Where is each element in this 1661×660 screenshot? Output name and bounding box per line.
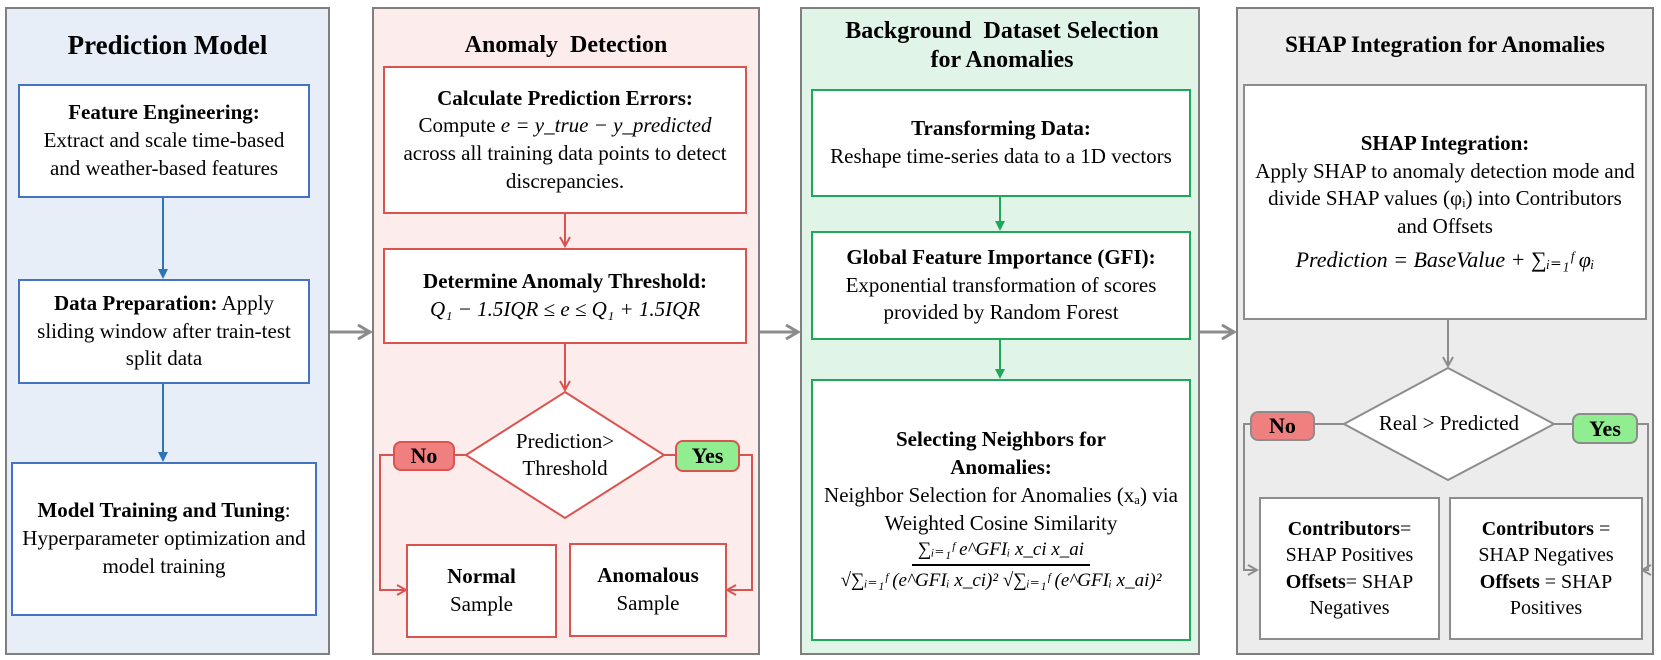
box-heading: Determine Anomaly Threshold:	[423, 269, 707, 294]
box-text: = SHAP Positives	[1285, 517, 1414, 567]
formula-denominator: √∑ᵢ₌₁ᶠ (e^GFIᵢ x_ci)² √∑ᵢ₌₁ᶠ (e^GFIᵢ x_a…	[840, 570, 1162, 592]
panel-title: Prediction Model	[67, 30, 268, 60]
panel-title: Anomaly Detection	[464, 32, 668, 58]
feature-engineering-box: Feature Engineering: Extract and scale t…	[18, 84, 310, 198]
box-text: = SHAP Positives	[1509, 570, 1618, 619]
global-feature-importance-box: Global Feature Importance (GFI): Exponen…	[811, 231, 1191, 340]
box-text: across all training data points to detec…	[403, 141, 727, 193]
box-text: Reshape time-series data to a 1D vectors	[830, 144, 1172, 168]
no-badge: No	[1250, 411, 1315, 441]
contributors-offsets-box-yes: Contributors = SHAP Negatives Offsets = …	[1449, 497, 1643, 640]
panel-title: Background Dataset Selection for Anomali…	[845, 18, 1165, 73]
box-text: Compute	[418, 113, 496, 138]
shap-integration-box: SHAP Integration: Apply SHAP to anomaly …	[1243, 84, 1647, 320]
box-heading: Calculate Prediction Errors:	[437, 85, 693, 110]
model-training-box: Model Training and Tuning: Hyperparamete…	[11, 462, 317, 616]
normal-sample-box: Normal Sample	[406, 544, 557, 638]
no-badge: No	[393, 441, 455, 471]
cosine-similarity-formula: ∑ᵢ₌₁ᶠ e^GFIᵢ x_ci x_ai √∑ᵢ₌₁ᶠ (e^GFIᵢ x_…	[841, 537, 1162, 593]
decision-diamond	[1341, 366, 1557, 482]
box-heading: Data Preparation:	[53, 290, 218, 315]
box-text: Hyperparameter optimization and model tr…	[22, 526, 306, 578]
anomalous-sample-box: Anomalous Sample	[569, 543, 727, 637]
arrow	[727, 454, 753, 590]
arrow	[1638, 423, 1648, 570]
box-text: Exponential transformation of scores pro…	[845, 272, 1157, 325]
panel-title: SHAP Integration for Anomalies	[1285, 32, 1605, 57]
formula-numerator: ∑ᵢ₌₁ᶠ e^GFIᵢ x_ci x_ai	[911, 537, 1091, 567]
prediction-errors-box: Calculate Prediction Errors: Compute e =…	[383, 66, 747, 214]
arrow	[379, 454, 406, 590]
decision-text: Prediction> Threshold	[515, 428, 615, 480]
box-heading: Contributors	[1481, 517, 1594, 540]
box-text: = SHAP Negatives	[1309, 570, 1414, 619]
box-heading: Normal	[447, 564, 516, 589]
arrow	[1243, 423, 1257, 570]
box-heading: Global Feature Importance (GFI):	[846, 244, 1156, 269]
selecting-neighbors-box: Selecting Neighbors for Anomalies: Neigh…	[811, 379, 1191, 641]
data-preparation-box: Data Preparation: Apply sliding window a…	[18, 279, 310, 384]
box-heading: Selecting Neighbors for Anomalies:	[896, 427, 1106, 480]
yes-badge: Yes	[1572, 413, 1638, 444]
anomaly-threshold-box: Determine Anomaly Threshold: Q₁ − 1.5IQR…	[383, 248, 747, 344]
box-heading: Offsets	[1285, 570, 1346, 593]
error-formula: e = y_true − y_predicted	[500, 113, 712, 138]
box-heading: Model Training and Tuning	[37, 498, 285, 523]
box-heading: Contributors	[1287, 517, 1400, 540]
decision-diamond	[464, 390, 666, 520]
box-heading: Transforming Data:	[911, 116, 1091, 141]
box-separator: :	[284, 498, 291, 523]
box-heading: Offsets	[1479, 570, 1540, 593]
box-text: Apply SHAP to anomaly detection mode and…	[1255, 158, 1635, 239]
transforming-data-box: Transforming Data: Reshape time-series d…	[811, 89, 1191, 197]
box-heading: SHAP Integration:	[1360, 131, 1530, 156]
decision-text: Real > Predicted	[1378, 411, 1520, 436]
contributors-offsets-box-no: Contributors= SHAP Positives Offsets= SH…	[1259, 497, 1440, 640]
box-text: Sample	[450, 592, 513, 616]
box-heading: Feature Engineering:	[68, 100, 260, 125]
box-text: Sample	[616, 591, 680, 615]
box-text: Apply sliding window after train-test sp…	[37, 290, 291, 371]
threshold-formula: Q₁ − 1.5IQR ≤ e ≤ Q₁ + 1.5IQR	[429, 297, 701, 321]
box-heading: Anomalous	[597, 563, 699, 588]
box-text: Neighbor Selection for Anomalies (xₐ) vi…	[824, 482, 1178, 535]
box-text: = SHAP Negatives	[1478, 517, 1616, 567]
box-text: Extract and scale time-based and weather…	[43, 128, 285, 180]
shap-formula: Prediction = BaseValue + ∑ᵢ₌₁ᶠ φᵢ	[1295, 246, 1595, 272]
yes-badge: Yes	[675, 440, 740, 472]
